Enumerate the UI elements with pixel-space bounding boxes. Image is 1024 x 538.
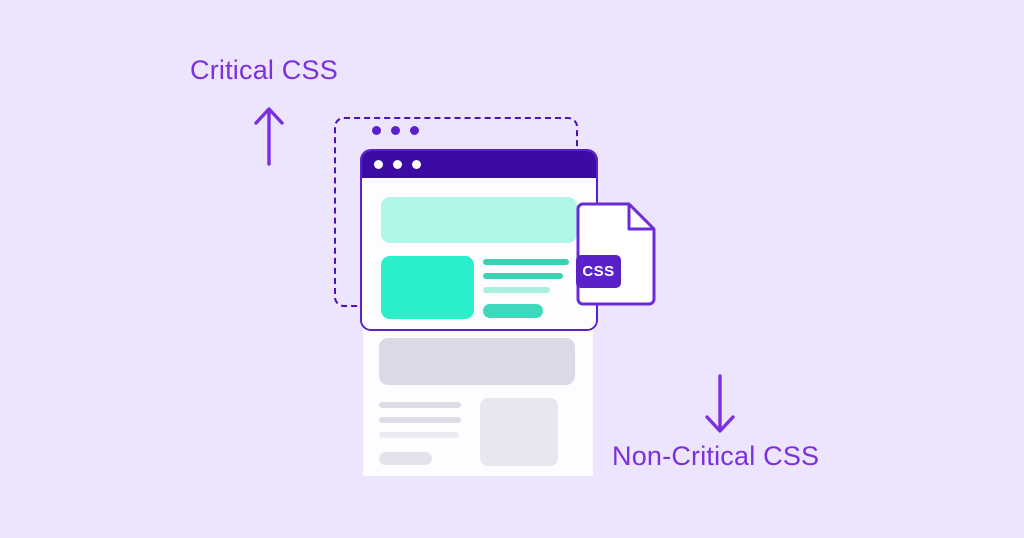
non-critical-text-line-1 [379,402,461,408]
non-critical-css-label: Non-Critical CSS [612,441,820,471]
non-critical-text-line-3 [379,432,459,438]
back-window-dots [372,126,419,135]
arrow-down-icon [705,374,735,433]
critical-hero-banner [381,197,577,243]
titlebar-dot-2 [393,160,402,169]
browser-titlebar [362,151,596,178]
critical-cta-button [483,304,543,318]
css-file-icon [576,202,656,306]
critical-css-label: Critical CSS [190,55,338,85]
critical-text-line-1 [483,259,569,265]
browser-window [360,149,598,331]
back-window-dot-1 [372,126,381,135]
critical-content [362,178,596,329]
titlebar-dot-1 [374,160,383,169]
critical-media-block [381,256,474,319]
css-file-badge: CSS [576,255,621,288]
critical-text-line-2 [483,273,563,279]
back-window-dot-2 [391,126,400,135]
non-critical-text-line-2 [379,417,461,423]
non-critical-content [363,300,593,476]
non-critical-cta-button [379,452,432,465]
critical-text-line-3 [483,287,550,293]
arrow-up-icon [254,107,284,166]
titlebar-dot-3 [412,160,421,169]
back-window-dot-3 [410,126,419,135]
non-critical-media-block [480,398,558,466]
non-critical-hero-banner [379,338,575,385]
